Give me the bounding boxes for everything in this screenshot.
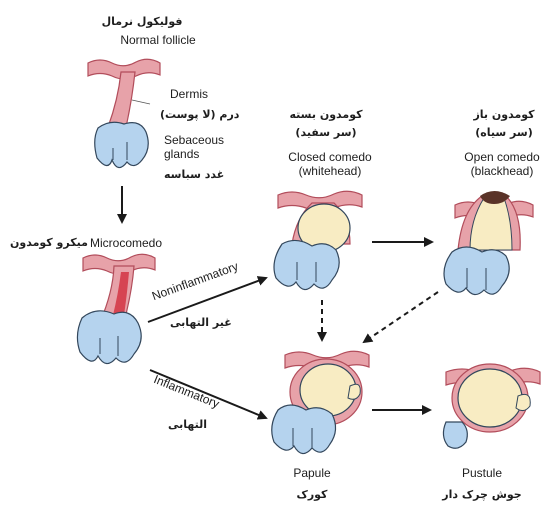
microcomedo-label-en: Microcomedo — [90, 236, 163, 250]
closed-comedo-label-fa-2: (سر سفید) — [295, 126, 357, 139]
open-comedo-label-en-1: Open comedo — [464, 150, 540, 164]
keratin-plug — [113, 272, 129, 315]
normal-follicle-label-fa: فولیکول نرمال — [101, 15, 183, 28]
open-comedo-label-en-2: (blackhead) — [470, 164, 534, 178]
dermis-label-en: Dermis — [170, 87, 208, 101]
papule — [271, 350, 370, 455]
open-comedo-label-fa-1: کومدون باز — [473, 108, 535, 121]
closed-comedo-label-en-2: (whitehead) — [298, 164, 362, 178]
arrow-inflammatory — [149, 369, 268, 420]
sebaceous-gland — [76, 310, 142, 365]
skin-surface — [87, 58, 161, 80]
microcomedo-label-fa: میکرو کومدون — [10, 236, 88, 249]
closed-comedo-label-fa-1: کومدون بسته — [289, 108, 363, 121]
dermis-label-fa: درم (لا پوست) — [160, 108, 240, 121]
keratin-plug — [299, 363, 357, 417]
rupture-bulge — [347, 383, 361, 400]
arrow-noninflammatory — [147, 276, 268, 323]
pointer-line — [131, 99, 151, 105]
sebaceous-gland — [273, 239, 340, 291]
normal-follicle-label-en: Normal follicle — [120, 33, 196, 47]
sebaceous-label-en-1: Sebaceous — [164, 133, 225, 147]
open-comedo — [443, 191, 534, 296]
skin-surface — [277, 190, 363, 212]
follicle-duct — [107, 71, 136, 128]
closed-comedo — [273, 190, 363, 291]
sebaceous-label-en-2: glands — [164, 147, 200, 161]
skin-surface — [82, 253, 156, 275]
keratin-plug — [469, 197, 513, 251]
microcomedo — [76, 253, 156, 365]
inflammatory-label-fa: التهابی — [168, 418, 208, 431]
open-comedo-label-fa-2: (سر سیاه) — [475, 126, 533, 139]
pustule-label-en: Pustule — [461, 466, 503, 480]
rupture-bulge — [515, 393, 531, 412]
closed-comedo-label-en-1: Closed comedo — [288, 150, 372, 164]
sebaceous-gland — [271, 404, 337, 455]
pustule — [442, 363, 541, 449]
normal-follicle — [87, 58, 161, 169]
gland-remnant — [442, 421, 468, 449]
pustule-label-fa: جوش چرک دار — [442, 488, 522, 501]
papule-label-en: Papule — [293, 466, 331, 480]
dashed-arrow-open-to-papule — [362, 291, 439, 344]
pus-core — [457, 368, 523, 428]
papule-label-fa: کورک — [296, 488, 328, 501]
blackhead-tip — [480, 191, 510, 204]
noninflammatory-label-fa: غیر التهابی — [170, 316, 232, 329]
sebaceous-label-fa: غدد سباسه — [164, 168, 225, 181]
sebaceous-gland — [94, 121, 149, 169]
sebaceous-gland — [443, 246, 510, 296]
